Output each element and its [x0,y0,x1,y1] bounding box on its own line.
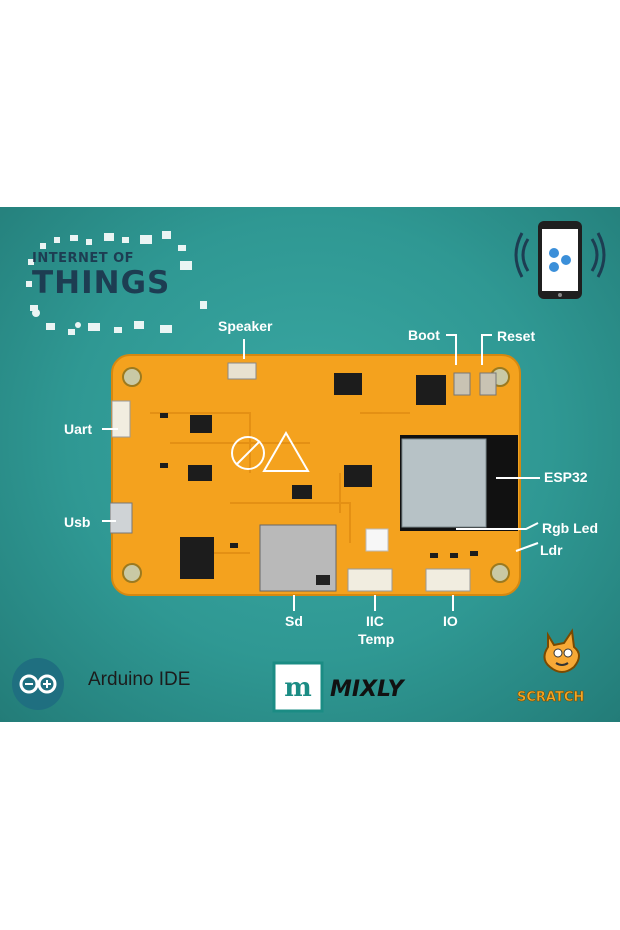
scratch-cat-icon [543,628,580,673]
arduino-ide-label: Arduino IDE [88,669,191,690]
label-reset: Reset [497,328,536,344]
iot-title-line1: INTERNET OF [32,251,135,266]
label-ldr: Ldr [540,542,563,558]
label-usb: Usb [64,514,91,530]
label-speaker: Speaker [218,318,273,334]
product-banner: INTERNET OF THINGS [0,207,620,722]
smartphone-wifi-icon [514,221,606,299]
label-boot: Boot [408,327,440,343]
label-esp32: ESP32 [544,469,588,485]
label-io: IO [443,613,458,629]
annotation-lines [102,334,540,611]
label-temp: Temp [358,631,395,647]
iot-cloud-icon [26,231,207,335]
mixly-logo-icon: m [272,661,324,713]
software-logos: Arduino IDE m MIXLY SCRATCH [0,628,620,722]
label-rgb-led: Rgb Led [542,520,598,536]
label-uart: Uart [64,421,93,437]
mixly-label: MIXLY [330,677,404,702]
scratch-label: SCRATCH [517,690,585,706]
iot-title-line2: THINGS [32,265,171,301]
svg-text:m: m [284,673,312,703]
esp32-pcb-board [110,354,521,596]
label-sd: Sd [285,613,303,629]
label-iic: IIC [366,613,384,629]
arduino-logo-icon [12,658,64,710]
